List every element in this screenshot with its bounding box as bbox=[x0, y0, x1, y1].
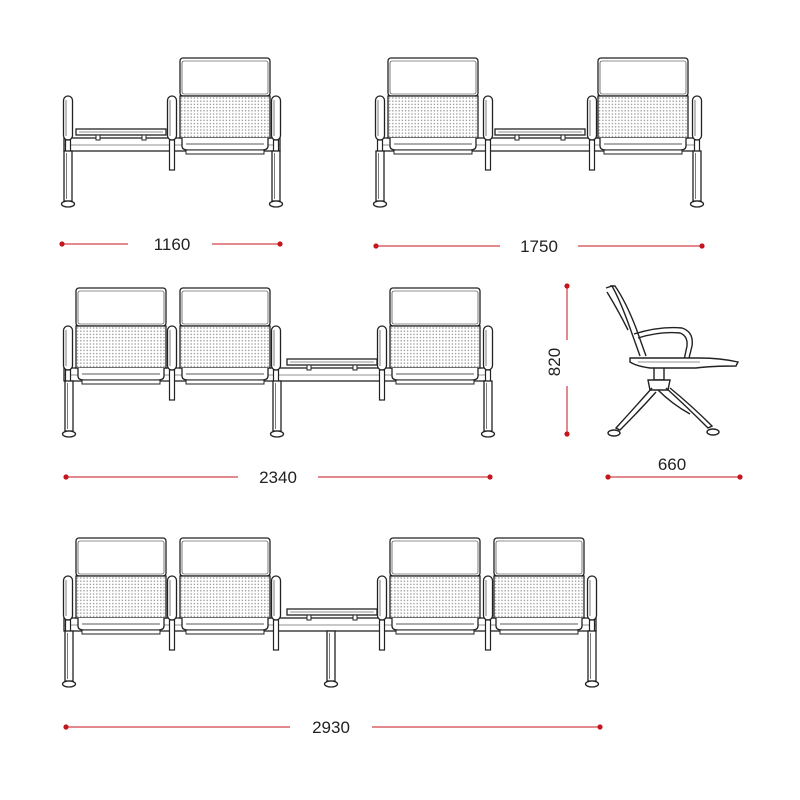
dimension-label-820: 820 bbox=[545, 348, 564, 376]
dimension-label-2340: 2340 bbox=[259, 468, 297, 487]
dimension-1160: 1160 bbox=[59, 235, 283, 254]
bench-1seat-table bbox=[60, 57, 284, 208]
bench-4seat-table bbox=[61, 537, 600, 688]
dimension-820: 820 bbox=[545, 283, 570, 437]
dimension-2930: 2930 bbox=[63, 718, 603, 737]
dimension-2340: 2340 bbox=[63, 468, 493, 487]
dimension-660: 660 bbox=[605, 455, 743, 480]
chair-side-view bbox=[605, 285, 740, 437]
dimension-label-2930: 2930 bbox=[312, 718, 350, 737]
dimension-label-1160: 1160 bbox=[154, 235, 191, 254]
dimension-label-660: 660 bbox=[658, 455, 686, 474]
bench-2seat-table bbox=[372, 57, 705, 208]
dimension-1750: 1750 bbox=[373, 237, 705, 256]
bench-3seat-table bbox=[61, 287, 496, 438]
dimension-label-1750: 1750 bbox=[520, 237, 558, 256]
